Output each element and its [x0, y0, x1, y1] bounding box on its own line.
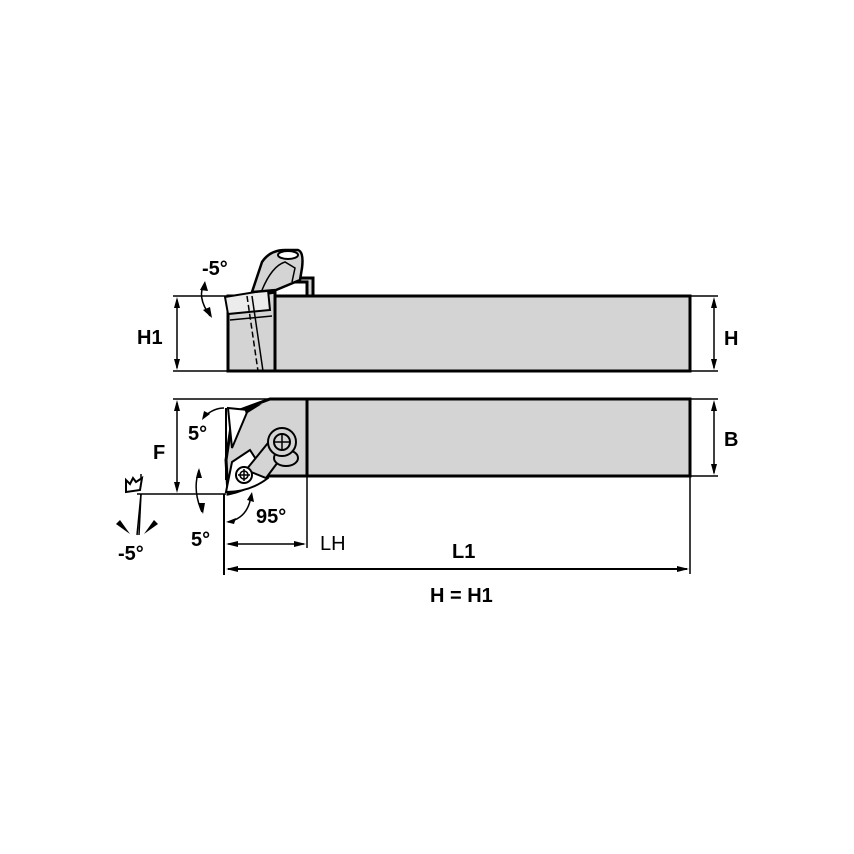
- label-angle-lead: 95°: [256, 506, 286, 528]
- side-shank-body: [273, 294, 692, 373]
- label-h: H: [724, 328, 738, 350]
- side-clamp: [250, 248, 304, 294]
- label-h1: H1: [137, 327, 163, 349]
- label-angle-top-view-lower: 5°: [191, 529, 210, 551]
- label-b: B: [724, 429, 738, 451]
- top-view: F -5° 5° 5° 95° B: [116, 397, 738, 607]
- top-shank: [305, 397, 692, 478]
- label-f: F: [153, 442, 165, 464]
- label-angle-insert-left: -5°: [118, 543, 144, 565]
- label-l1: L1: [452, 541, 475, 563]
- side-view: H1 -5° H: [137, 248, 738, 373]
- label-angle-top-view-upper: 5°: [188, 423, 207, 445]
- label-lh: LH: [320, 533, 346, 555]
- label-angle-top-side: -5°: [202, 258, 228, 280]
- side-insert: [223, 288, 272, 316]
- label-formula: H = H1: [430, 585, 493, 607]
